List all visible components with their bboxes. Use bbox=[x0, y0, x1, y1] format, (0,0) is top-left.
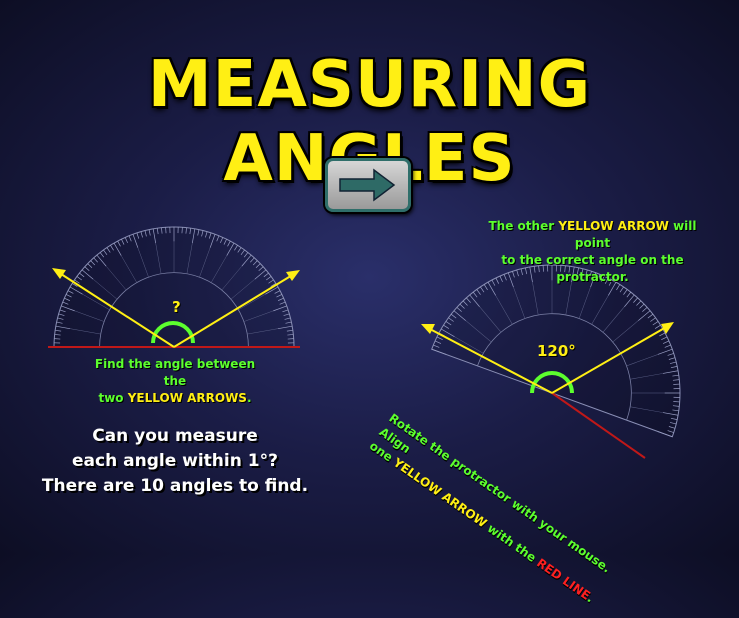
arrowhead-left-2 bbox=[286, 270, 300, 281]
right-hint-highlight: YELLOW ARROW bbox=[558, 219, 669, 233]
rotate-red-line-label: RED LINE bbox=[534, 556, 593, 603]
left-caption: Find the angle between the two YELLOW AR… bbox=[90, 356, 260, 407]
question-mark: ? bbox=[172, 298, 181, 316]
right-hint: The other YELLOW ARROW will point to the… bbox=[470, 218, 715, 286]
right-hint-line2: to the correct angle on the protractor. bbox=[501, 253, 683, 284]
arrowhead-right-1 bbox=[421, 324, 435, 334]
angle-label-right: 120° bbox=[537, 342, 576, 360]
instructions: Can you measure each angle within 1°? Th… bbox=[40, 424, 310, 499]
left-caption-line2-pre: two bbox=[98, 391, 127, 405]
instructions-line3: There are 10 angles to find. bbox=[42, 476, 308, 496]
arrowhead-left-1 bbox=[52, 268, 66, 279]
right-hint-line1-pre: The other bbox=[489, 219, 559, 233]
instructions-line2: each angle within 1°? bbox=[72, 451, 278, 471]
left-caption-line1: Find the angle between the bbox=[95, 357, 255, 388]
left-caption-line2-post: . bbox=[247, 391, 252, 405]
left-caption-highlight: YELLOW ARROWS bbox=[128, 391, 247, 405]
protractor-left bbox=[54, 227, 294, 347]
instructions-line1: Can you measure bbox=[92, 426, 258, 446]
